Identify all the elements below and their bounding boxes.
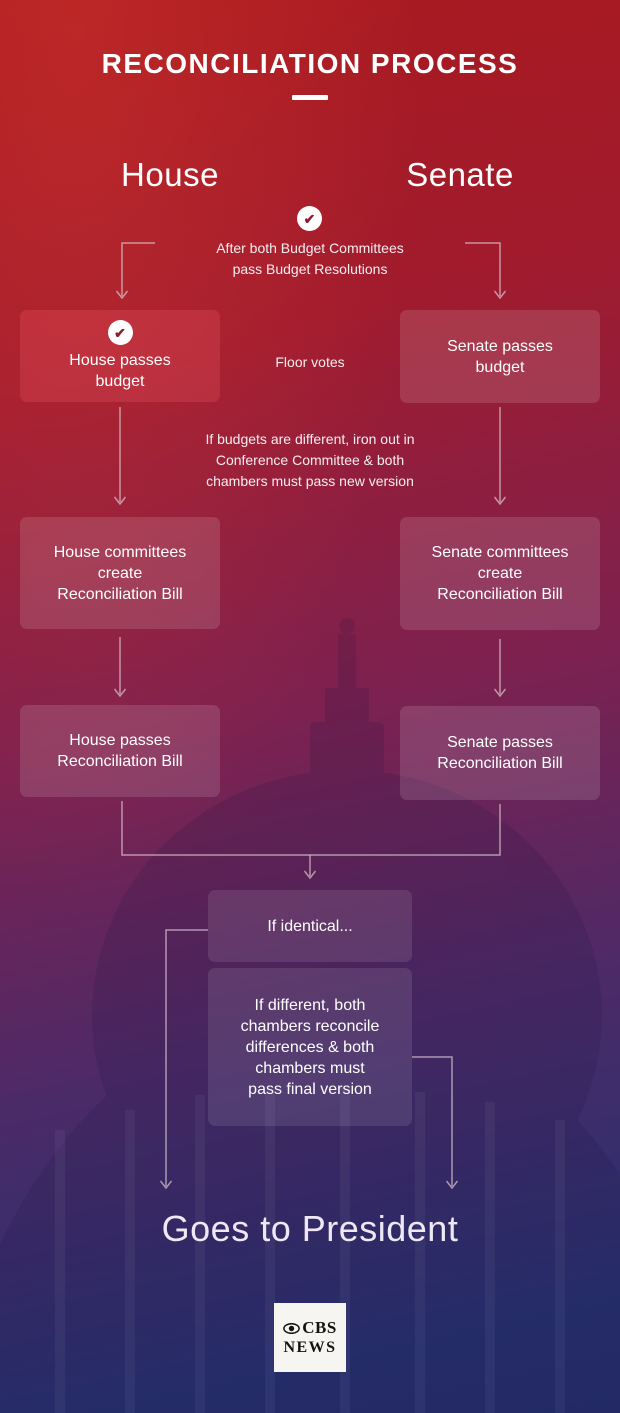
house-passes-bill-box: House passes Reconciliation Bill <box>20 705 220 797</box>
arrowhead-icon <box>445 1180 459 1190</box>
goes-to-president-label: Goes to President <box>161 1208 459 1249</box>
house-committees-label: House committees create Reconciliation B… <box>53 543 187 603</box>
cbs-brand-text: CBS <box>302 1318 337 1337</box>
checkmark-icon: ✔ <box>107 320 133 345</box>
connector-senate-merge <box>310 804 501 856</box>
arrowhead-icon <box>303 870 317 880</box>
senate-passes-budget-label: Senate passes budget <box>447 337 553 376</box>
title-underline <box>292 95 328 100</box>
house-passes-budget-box: ✔ House passes budget <box>20 310 220 402</box>
connector-house-header-down <box>121 242 155 296</box>
conference-committee-note: If budgets are different, iron out in Co… <box>205 431 415 489</box>
house-passes-bill-label: House passes Reconciliation Bill <box>57 732 183 770</box>
arrowhead-icon <box>493 290 507 300</box>
house-committees-box: House committees create Reconciliation B… <box>20 517 220 629</box>
senate-passes-budget-box: Senate passes budget <box>400 310 600 403</box>
senate-committees-box: Senate committees create Reconciliation … <box>400 517 600 630</box>
if-different-label: If different, both chambers reconcile di… <box>240 996 380 1098</box>
house-passes-budget-label: House passes budget <box>69 352 171 390</box>
floor-votes-label: Floor votes <box>275 354 345 370</box>
connector-house-merge <box>121 801 310 856</box>
if-identical-label: If identical... <box>267 917 353 935</box>
cbs-news-logo: CBS NEWS <box>274 1303 346 1372</box>
cbs-news-text: NEWS <box>283 1339 337 1356</box>
arrowhead-icon <box>113 688 127 698</box>
if-different-box: If different, both chambers reconcile di… <box>208 968 412 1126</box>
cbs-eye-icon <box>283 1322 301 1334</box>
arrowhead-icon <box>113 496 127 506</box>
arrowhead-icon <box>493 496 507 506</box>
arrowhead-icon <box>493 688 507 698</box>
connector-different-to-president <box>412 1056 453 1186</box>
checkmark-glyph: ✔ <box>303 210 316 227</box>
connector-senate-header-down <box>465 242 501 296</box>
page-title: RECONCILIATION PROCESS <box>101 48 519 79</box>
checkmark-icon: ✔ <box>297 206 322 231</box>
arrowhead-icon <box>159 1180 173 1190</box>
senate-passes-bill-box: Senate passes Reconciliation Bill <box>400 706 600 800</box>
if-identical-box: If identical... <box>208 890 412 962</box>
intro-note: After both Budget Committees pass Budget… <box>216 240 404 277</box>
arrowhead-icon <box>115 290 129 300</box>
senate-column-header: Senate <box>406 156 514 193</box>
checkmark-glyph: ✔ <box>114 324 126 341</box>
house-column-header: House <box>121 156 219 193</box>
connector-identical-to-president <box>165 929 208 1186</box>
cbs-logo-top-row: CBS <box>283 1318 337 1338</box>
senate-committees-label: Senate committees create Reconciliation … <box>431 544 569 603</box>
senate-passes-bill-label: Senate passes Reconciliation Bill <box>437 734 563 772</box>
